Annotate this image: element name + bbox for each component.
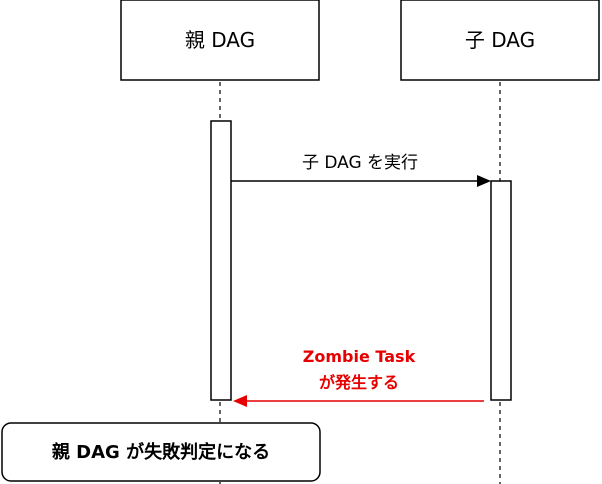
participant-parent-label: 親 DAG: [185, 28, 255, 52]
message-call-label: 子 DAG を実行: [302, 153, 418, 173]
participant-parent-box: [120, 0, 320, 81]
participant-child-box: [400, 0, 600, 81]
participant-parent[interactable]: 親 DAG: [120, 0, 320, 81]
message-reply: Zombie Task が発生する: [233, 347, 484, 407]
message-call: 子 DAG を実行: [231, 153, 491, 187]
activation-parent: [210, 120, 232, 401]
activation-child: [490, 180, 512, 401]
participant-child-label: 子 DAG: [465, 28, 535, 52]
message-reply-label-line1: Zombie Task: [303, 347, 416, 366]
note-box: [1, 422, 321, 482]
participant-child[interactable]: 子 DAG: [400, 0, 600, 81]
message-reply-label-line2: が発生する: [319, 373, 399, 392]
note-parent-failed: 親 DAG が失敗判定になる: [1, 422, 321, 482]
note-label: 親 DAG が失敗判定になる: [52, 441, 270, 463]
